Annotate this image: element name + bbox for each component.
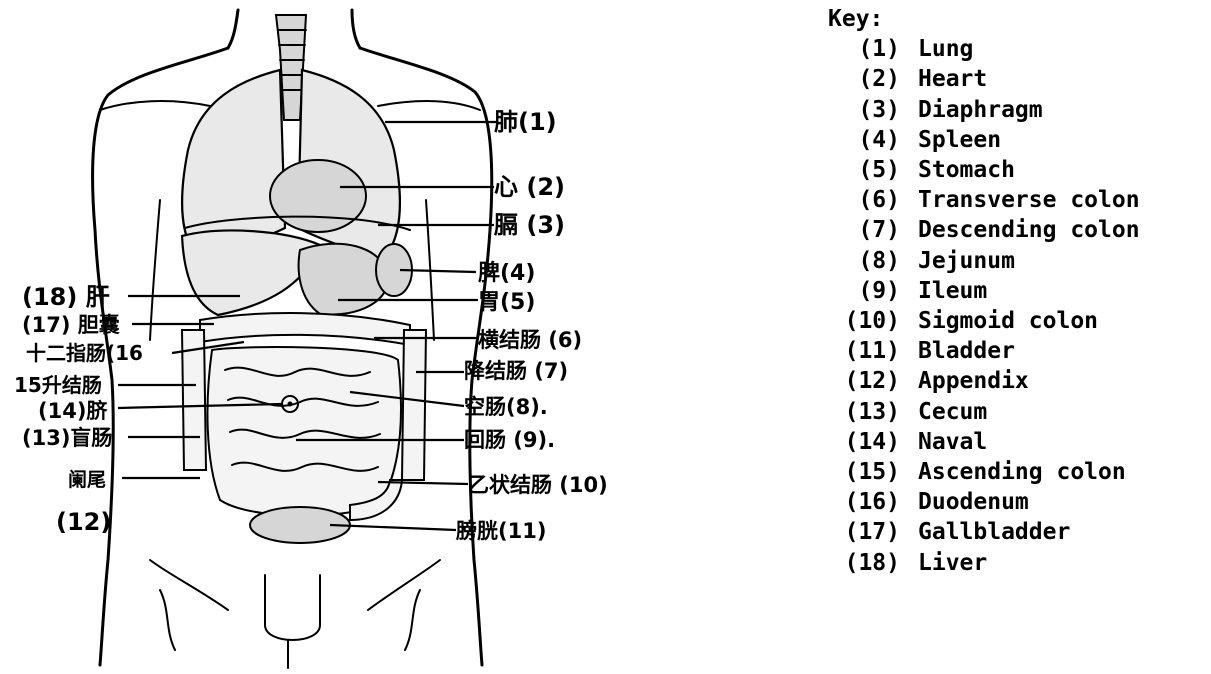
key-item-number: (11) [818, 336, 910, 366]
key-item: (1)Lung [818, 34, 1208, 64]
key-item-number: (12) [818, 366, 910, 396]
label-naval: (14)脐 [38, 399, 108, 423]
key-item: (14)Naval [818, 427, 1208, 457]
key-item: (10)Sigmoid colon [818, 306, 1208, 336]
key-item-name: Duodenum [910, 487, 1029, 517]
key-item-number: (16) [818, 487, 910, 517]
label-liver: (18) 肝 [22, 283, 110, 311]
label-heart: 心 (2) [494, 173, 565, 201]
key-item-number: (4) [818, 125, 910, 155]
key-item-number: (2) [818, 64, 910, 94]
key-item: (5)Stomach [818, 155, 1208, 185]
key-item: (4)Spleen [818, 125, 1208, 155]
key-item-number: (9) [818, 276, 910, 306]
key-item-name: Heart [910, 64, 987, 94]
key-list: (1)Lung(2)Heart(3)Diaphragm(4)Spleen(5)S… [818, 34, 1208, 578]
key-item: (11)Bladder [818, 336, 1208, 366]
label-diaphragm: 膈 (3) [493, 211, 565, 239]
key-item-name: Appendix [910, 366, 1029, 396]
stomach [299, 244, 389, 315]
key-item: (2)Heart [818, 64, 1208, 94]
label-ascending-colon: 15升结肠 [14, 373, 102, 397]
key-item: (16)Duodenum [818, 487, 1208, 517]
label-cecum: (13)盲肠 [22, 426, 112, 450]
key-item: (13)Cecum [818, 397, 1208, 427]
key-item-name: Cecum [910, 397, 987, 427]
key-item-name: Stomach [910, 155, 1015, 185]
key-item-name: Sigmoid colon [910, 306, 1098, 336]
key-item-number: (8) [818, 246, 910, 276]
transverse-colon [200, 313, 410, 345]
key-item: (15)Ascending colon [818, 457, 1208, 487]
key-item-name: Gallbladder [910, 517, 1070, 547]
key-item-number: (10) [818, 306, 910, 336]
key-item-name: Naval [910, 427, 987, 457]
key-item-number: (5) [818, 155, 910, 185]
small-intestine [207, 347, 401, 516]
label-jejunum: 空肠(8). [464, 395, 548, 419]
key-item: (3)Diaphragm [818, 95, 1208, 125]
key-item-number: (3) [818, 95, 910, 125]
key-item-number: (7) [818, 215, 910, 245]
key-item-name: Descending colon [910, 215, 1140, 245]
key-item-name: Diaphragm [910, 95, 1043, 125]
key-legend: Key: (1)Lung(2)Heart(3)Diaphragm(4)Splee… [818, 4, 1208, 578]
key-item: (12)Appendix [818, 366, 1208, 396]
key-item: (9)Ileum [818, 276, 1208, 306]
key-item-name: Liver [910, 548, 987, 578]
label-ileum: 回肠 (9). [464, 428, 555, 452]
key-item-name: Bladder [910, 336, 1015, 366]
heart [270, 160, 366, 232]
key-item: (17)Gallbladder [818, 517, 1208, 547]
label-sigmoid-colon: 乙状结肠 (10) [468, 473, 608, 497]
key-item-number: (17) [818, 517, 910, 547]
key-item-number: (15) [818, 457, 910, 487]
key-item-number: (6) [818, 185, 910, 215]
key-item: (8)Jejunum [818, 246, 1208, 276]
label-appendix-num: (12) [56, 508, 111, 536]
key-item-name: Transverse colon [910, 185, 1140, 215]
label-bladder: 膀胱(11) [455, 519, 546, 543]
key-item-name: Ileum [910, 276, 987, 306]
key-item-name: Jejunum [910, 246, 1015, 276]
key-item: (7)Descending colon [818, 215, 1208, 245]
label-spleen: 脾(4) [478, 261, 535, 286]
label-lung: 肺(1) [494, 108, 557, 136]
key-item-number: (14) [818, 427, 910, 457]
descending-colon [402, 330, 426, 480]
anatomy-diagram: 肺(1) 心 (2) 膈 (3) 脾(4) 胃(5) 横结肠 (6) 降结肠 (… [0, 0, 800, 674]
key-item: (18)Liver [818, 548, 1208, 578]
key-item: (6)Transverse colon [818, 185, 1208, 215]
key-item-number: (18) [818, 548, 910, 578]
label-transverse-colon: 横结肠 (6) [478, 328, 582, 352]
label-gallbladder: (17) 胆囊 [22, 313, 120, 337]
key-item-name: Lung [910, 34, 973, 64]
key-item-name: Spleen [910, 125, 1001, 155]
label-duodenum: 十二指肠(16 [26, 341, 143, 365]
key-title: Key: [818, 4, 1208, 34]
key-item-number: (1) [818, 34, 910, 64]
label-appendix: 阑尾 [68, 468, 106, 491]
label-descending-colon: 降结肠 (7) [464, 359, 568, 383]
label-stomach: 胃(5) [478, 290, 535, 315]
key-item-name: Ascending colon [910, 457, 1126, 487]
key-item-number: (13) [818, 397, 910, 427]
